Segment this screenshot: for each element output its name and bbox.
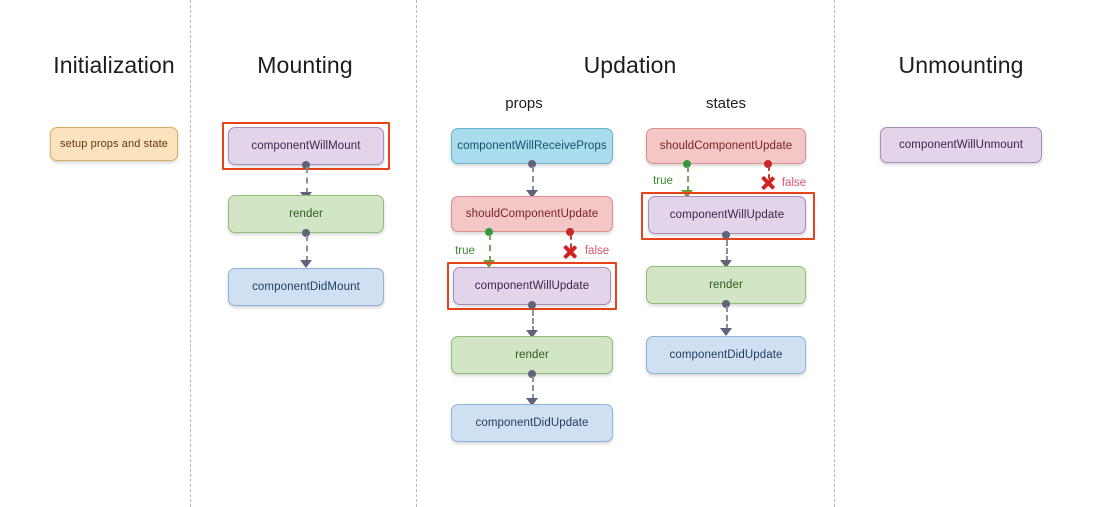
connector-dot-states-2: [722, 300, 730, 308]
connector-mount-1: [306, 167, 308, 194]
connector-props-true: [489, 234, 491, 262]
divider-mounting-updation: [416, 0, 417, 507]
node-props-component-did-update[interactable]: componentDidUpdate: [451, 404, 613, 442]
branch-label-props-true: true: [455, 245, 475, 257]
connector-states-false: [768, 166, 770, 179]
node-props-render[interactable]: render: [451, 336, 613, 374]
branch-label-states-false: false: [781, 177, 807, 189]
connector-arrow-mount-2: [300, 260, 312, 268]
branch-label-states-true: true: [653, 175, 673, 187]
node-states-component-did-update[interactable]: componentDidUpdate: [646, 336, 806, 374]
connector-arrow-states-2: [720, 328, 732, 336]
connector-props-3: [532, 376, 534, 400]
node-states-should-component-update[interactable]: shouldComponentUpdate: [646, 128, 806, 164]
connector-states-1: [726, 240, 728, 262]
connector-dot-mount-2: [302, 229, 310, 237]
branch-dot-states-true: [683, 160, 691, 168]
node-mount-render[interactable]: render: [228, 195, 384, 233]
node-component-will-mount[interactable]: componentWillMount: [228, 127, 384, 165]
connector-states-2: [726, 306, 728, 330]
phase-title-updation: Updation: [583, 52, 677, 78]
node-props-component-will-update[interactable]: componentWillUpdate: [453, 267, 611, 305]
subtitle-props: props: [505, 95, 543, 112]
node-component-will-unmount[interactable]: componentWillUnmount: [880, 127, 1042, 163]
branch-dot-states-false: [764, 160, 772, 168]
cross-icon-states-false: [760, 175, 776, 191]
connector-props-1: [532, 166, 534, 192]
connector-arrow-props-true: [483, 260, 495, 268]
subtitle-states: states: [705, 95, 747, 112]
node-component-will-receive-props[interactable]: componentWillReceiveProps: [451, 128, 613, 164]
node-props-should-component-update[interactable]: shouldComponentUpdate: [451, 196, 613, 232]
cross-icon-props-false: [562, 244, 578, 260]
branch-dot-props-true: [485, 228, 493, 236]
connector-props-false: [570, 234, 572, 249]
node-setup-props-and-state[interactable]: setup props and state: [50, 127, 178, 161]
connector-arrow-props-2: [526, 330, 538, 338]
connector-arrow-props-3: [526, 398, 538, 406]
divider-updation-unmounting: [834, 0, 835, 507]
connector-dot-mount-1: [302, 161, 310, 169]
connector-states-true: [687, 166, 689, 192]
connector-dot-props-2: [528, 301, 536, 309]
node-component-did-mount[interactable]: componentDidMount: [228, 268, 384, 306]
connector-dot-props-3: [528, 370, 536, 378]
phase-title-unmounting: Unmounting: [898, 52, 1024, 78]
connector-mount-2: [306, 235, 308, 262]
node-states-render[interactable]: render: [646, 266, 806, 304]
node-states-component-will-update[interactable]: componentWillUpdate: [648, 196, 806, 234]
highlight-props-component-will-update: [447, 262, 617, 310]
branch-dot-props-false: [566, 228, 574, 236]
highlight-states-component-will-update: [641, 192, 815, 240]
branch-label-props-false: false: [584, 245, 610, 257]
connector-dot-states-1: [722, 231, 730, 239]
connector-arrow-states-true: [681, 190, 693, 198]
divider-initialization-mounting: [190, 0, 191, 507]
phase-title-initialization: Initialization: [53, 52, 175, 78]
connector-dot-props-1: [528, 160, 536, 168]
connector-arrow-states-1: [720, 260, 732, 268]
phase-title-mounting: Mounting: [257, 52, 353, 78]
connector-props-2: [532, 310, 534, 332]
connector-arrow-props-1: [526, 190, 538, 198]
